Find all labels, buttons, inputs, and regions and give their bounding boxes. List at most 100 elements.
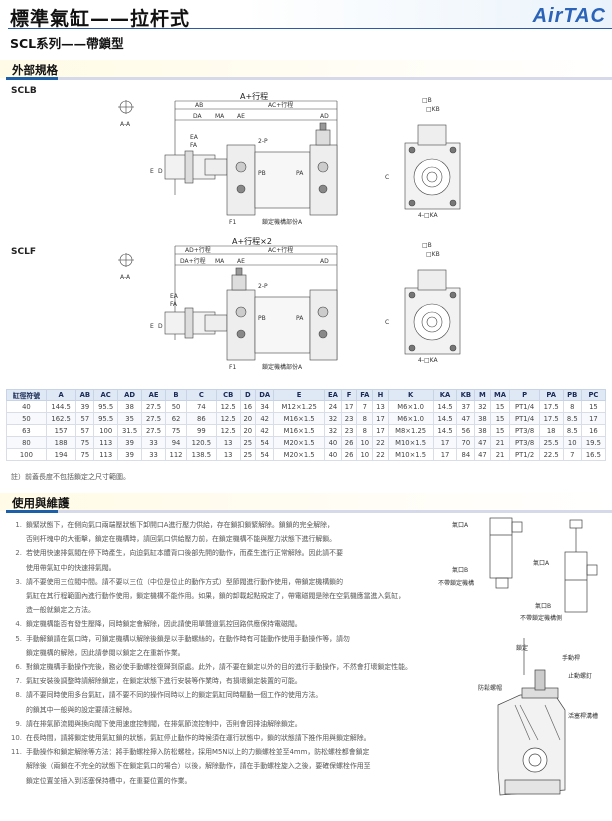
column-header: A xyxy=(45,389,77,401)
table-cell: 47 xyxy=(474,436,491,449)
dim-da: DA xyxy=(193,113,203,120)
dim-pa: PA xyxy=(296,315,304,322)
table-cell: 17 xyxy=(340,400,358,413)
dim-fa: FA xyxy=(170,301,178,308)
column-header: DA xyxy=(254,389,275,401)
note-item: 1.鎖緊狀態下，在側向氣口兩端壓狀態下卸開口A進行壓力供給，存在鎖扣鎖緊解除。鎖… xyxy=(10,518,420,546)
table-cell: 23 xyxy=(340,412,358,425)
dim-p: 2-P xyxy=(258,283,268,290)
model-label-sclf: SCLF xyxy=(11,247,36,257)
table-cell: 57 xyxy=(75,424,95,437)
dim-kb: □KB xyxy=(426,251,440,258)
table-cell: 10 xyxy=(562,436,582,449)
table-cell: 56 xyxy=(456,424,476,437)
table-cell: 94 xyxy=(164,436,188,449)
table-cell: 18 xyxy=(538,424,564,437)
note-text: 手動操作和鎖定解除等方法：將手動螺栓擰入防松螺栓，採用M5N以上的力鎖螺栓並至4… xyxy=(26,748,371,785)
table-cell: 17 xyxy=(432,448,458,461)
note-item: 4.鎖定機構能否有發生壓降，同時鎖定會解除，因此請使用單聲道氣控回路供應保持電磁… xyxy=(10,617,420,631)
table-cell: 12.5 xyxy=(215,424,241,437)
dim-ma: MA xyxy=(215,258,225,265)
airtac-logo: AirTAC xyxy=(532,5,606,27)
table-cell: 12.5 xyxy=(215,412,241,425)
table-cell: 42 xyxy=(254,424,275,437)
table-cell: 39 xyxy=(75,400,95,413)
note-item: 11.手動操作和鎖定解除等方法：將手動螺栓擰入防松螺栓，採用M5N以上的力鎖螺栓… xyxy=(10,745,420,788)
note-text: 請在排氣節流閥與換向閥下使用速度控制閥，在排氣節流控制中，否則會因排油解除鎖定。 xyxy=(26,719,302,728)
table-cell: 113 xyxy=(93,436,119,449)
table-cell: 20 xyxy=(239,412,257,425)
note-item: 3.請不要使用三位閥中間。請不要以三位（中位是位止的動作方式）型節閥進行動作使用… xyxy=(10,575,420,618)
column-header: P xyxy=(509,389,540,401)
note-text: 在長時間，請將鎖定使用氣缸鎖的狀態，氣缸停止動作的時候須在運行狀態中，鎖的狀態請… xyxy=(26,734,371,743)
table-cell: 16 xyxy=(239,400,257,413)
table-cell: 32 xyxy=(323,424,342,437)
table-cell: M20×1.5 xyxy=(273,448,325,461)
section-bar xyxy=(6,510,612,513)
lock-part-label: 鎖定機構部份A xyxy=(262,363,303,371)
column-header: KA xyxy=(432,389,458,401)
dim-e: E xyxy=(150,323,154,330)
dim-e: E xyxy=(150,168,154,175)
section-icon xyxy=(118,253,134,267)
table-cell: 27.5 xyxy=(141,400,166,413)
table-cell: 17 xyxy=(372,412,389,425)
table-cell: 74 xyxy=(186,400,217,413)
table-cell: 38 xyxy=(474,412,491,425)
dim-pb: PB xyxy=(258,170,266,177)
table-cell: 100 xyxy=(93,424,119,437)
table-cell: 23 xyxy=(340,424,358,437)
note-number: 10. xyxy=(11,734,22,743)
dim-f: F1 xyxy=(229,364,236,371)
table-cell: 26 xyxy=(340,436,358,449)
dim-p: 2-P xyxy=(258,138,268,145)
table-cell: 7 xyxy=(562,448,582,461)
table-cell: 39 xyxy=(117,448,143,461)
dim-da: DA+行程 xyxy=(180,257,206,265)
table-cell: M6×1.0 xyxy=(387,400,434,413)
dim-ad: AD xyxy=(320,113,329,120)
port-b-label: 氣口B xyxy=(452,566,468,574)
table-cell: 113 xyxy=(93,448,119,461)
table-cell: PT1/2 xyxy=(509,448,540,461)
dim-ea: EA xyxy=(170,293,179,300)
column-header: H xyxy=(372,389,389,401)
table-cell: 120.5 xyxy=(186,436,217,449)
table-cell: 13 xyxy=(215,436,241,449)
column-header: AC xyxy=(93,389,119,401)
column-header: D xyxy=(239,389,257,401)
dim-c: C xyxy=(385,319,389,326)
note-text: 手動解鎖請在氣口時，可鎖定機構以解除後鎖是以手動螺絲的，在動作時有可能動作使用手… xyxy=(26,634,350,657)
table-cell: 14.5 xyxy=(432,412,458,425)
column-header: FA xyxy=(356,389,374,401)
note-item: 10. 在長時間，請將鎖定使用氣缸鎖的狀態，氣缸停止動作的時候須在運行狀態中，鎖的… xyxy=(10,731,420,745)
note-item: 2.若使用快速排氣閥在停下時產生，向迫氣缸本體背口後部先開的動作，而產生進行正常… xyxy=(10,546,420,574)
table-cell: 42 xyxy=(254,412,275,425)
table-cell: 47 xyxy=(474,448,491,461)
column-header: CB xyxy=(215,389,241,401)
table-cell: 62 xyxy=(164,412,188,425)
table-cell: 75 xyxy=(75,436,95,449)
table-cell: PT1/4 xyxy=(509,412,540,425)
note-number: 4. xyxy=(15,620,22,629)
usage-notes: 1.鎖緊狀態下，在側向氣口兩端壓狀態下卸開口A進行壓力供給，存在鎖扣鎖緊解除。鎖… xyxy=(10,518,420,788)
column-header: B xyxy=(164,389,188,401)
dim-ka: 4-□KA xyxy=(418,357,438,364)
note-number: 3. xyxy=(15,577,22,586)
table-cell: 15 xyxy=(489,400,511,413)
table-cell: 14.5 xyxy=(432,400,458,413)
table-cell: 15 xyxy=(580,400,607,413)
table-cell: 22 xyxy=(372,448,389,461)
table-cell: 15 xyxy=(489,424,511,437)
table-cell: 40 xyxy=(6,400,47,413)
header-divider xyxy=(8,28,612,29)
section-icon xyxy=(118,100,134,114)
table-cell: M10×1.5 xyxy=(387,436,434,449)
column-header: K xyxy=(387,389,434,401)
table-cell: 86 xyxy=(186,412,217,425)
